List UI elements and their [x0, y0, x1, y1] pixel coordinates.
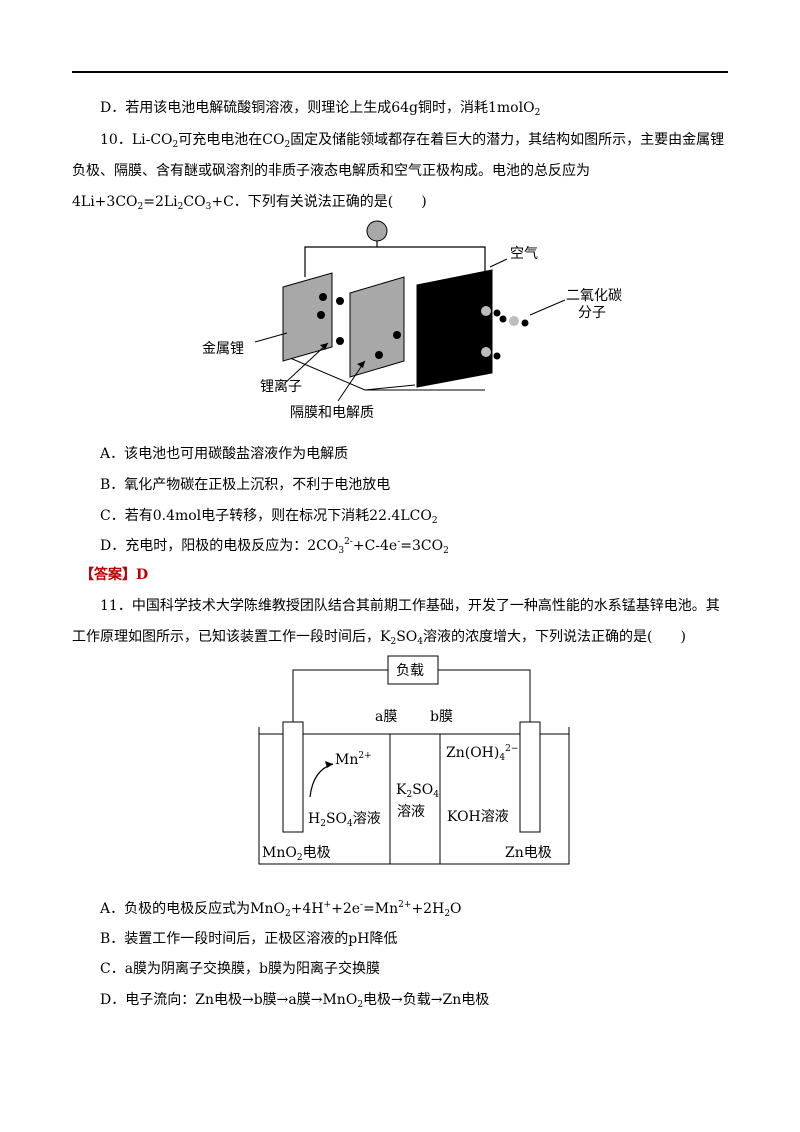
- q11-option-a: A．负极的电极反应式为MnO2+4H++2e-=Mn2++2H2O: [100, 900, 462, 919]
- li-ion-dot: [317, 311, 325, 319]
- label-membrane-a: a膜: [375, 709, 398, 725]
- label-co2-line2: 分子: [578, 305, 606, 321]
- zn-mn-battery-diagram: [258, 655, 570, 865]
- li-ion-dot: [336, 337, 344, 345]
- electrolytic-tank: [258, 727, 570, 865]
- li-co2-battery-diagram: [254, 220, 566, 402]
- q11-option-b: B．装置工作一段时间后，正极区溶液的pH降低: [100, 931, 398, 947]
- q10-stem-line1: 10．Li-CO2可充电电池在CO2固定及储能领域都存在着巨大的潜力，其结构如图…: [100, 132, 725, 150]
- label-koh-solution: KOH溶液: [447, 809, 509, 825]
- li-ion-dot: [393, 331, 401, 339]
- co2-molecule-icon: [509, 316, 519, 326]
- q9-option-d: D．若用该电池电解硫酸铜溶液，则理论上生成64g铜时，消耗1molO2: [100, 100, 541, 118]
- q10-answer: 【答案】D: [80, 567, 149, 583]
- label-mno2-electrode: MnO2电极: [262, 845, 331, 863]
- zn-electrode: [519, 721, 541, 833]
- label-lithium: 金属锂: [202, 341, 244, 357]
- header-rule: [72, 71, 728, 73]
- q10-option-a: A．该电池也可用碳酸盐溶液作为电解质: [100, 446, 349, 462]
- label-mn-ion: Mn2+: [335, 751, 372, 769]
- label-li-ion: 锂离子: [260, 379, 302, 395]
- q11-stem-line1: 11．中国科学技术大学陈维教授团队结合其前期工作基础，开发了一种高性能的水系锰基…: [100, 598, 720, 614]
- label-load: 负载: [396, 663, 424, 679]
- li-ion-dot: [319, 293, 327, 301]
- co2-molecule-icon: [481, 347, 491, 357]
- q10-option-c: C．若有0.4mol电子转移，则在标况下消耗22.4LCO2: [100, 508, 438, 526]
- label-h2so4-solution: H2SO4溶液: [308, 811, 381, 829]
- mno2-electrode: [282, 721, 304, 833]
- co2-molecule-icon: [481, 306, 491, 316]
- label-k2so4: K2SO4: [396, 782, 440, 800]
- label-air: 空气: [510, 246, 538, 262]
- label-membrane-b: b膜: [430, 709, 453, 725]
- separator-plate: [349, 276, 405, 378]
- air-cathode-plate: [416, 269, 493, 388]
- circuit-wire: [304, 246, 486, 277]
- q10-option-b: B．氧化产物碳在正极上沉积，不利于电池放电: [100, 477, 391, 493]
- label-k2so4-solution: 溶液: [397, 804, 425, 820]
- label-zn-electrode: Zn电极: [505, 845, 552, 861]
- q11-stem-line2: 工作原理如图所示，已知该装置工作一段时间后，K2SO4溶液的浓度增大，下列说法正…: [72, 629, 686, 647]
- q10-stem-line2: 负极、隔膜、含有醚或砜溶剂的非质子液态电解质和空气正极构成。电池的总反应为: [72, 163, 590, 179]
- label-separator: 隔膜和电解质: [290, 405, 374, 421]
- q10-stem-line3: 4Li+3CO2=2Li2CO3+C．下列有关说法正确的是( ): [72, 194, 427, 212]
- label-co2-line1: 二氧化碳: [566, 288, 622, 304]
- q10-option-d: D．充电时，阳极的电极反应为：2CO32-+C-4e-=3CO2: [100, 537, 449, 556]
- load-bulb-icon: [366, 220, 388, 242]
- li-ion-dot: [336, 297, 344, 305]
- label-zn-complex: Zn(OH)42−: [446, 744, 519, 763]
- li-ion-dot: [375, 351, 383, 359]
- q11-option-d: D．电子流向：Zn电极→b膜→a膜→MnO2电极→负载→Zn电极: [100, 992, 490, 1010]
- q11-option-c: C．a膜为阴离子交换膜，b膜为阳离子交换膜: [100, 961, 381, 977]
